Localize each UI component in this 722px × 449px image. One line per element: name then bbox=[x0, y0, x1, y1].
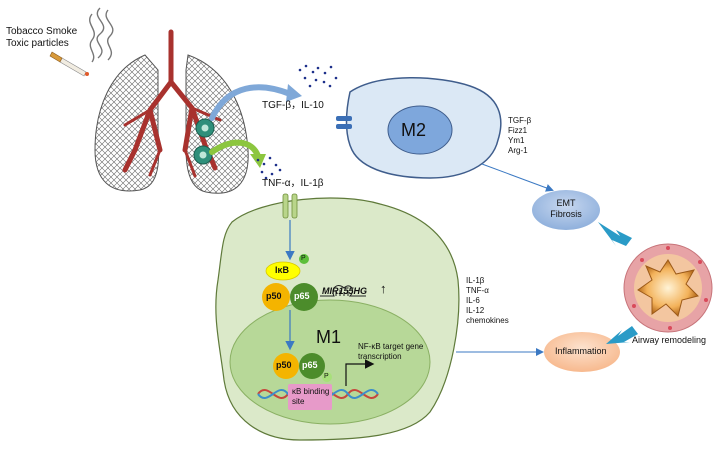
p50-protein bbox=[262, 283, 290, 311]
emt-fibrosis-node bbox=[532, 190, 600, 230]
airway-remodeling-label: Airway remodeling bbox=[632, 335, 707, 345]
upregulation-arrow-icon: ↑ bbox=[380, 281, 387, 296]
mir155hg-label: MIR155HG bbox=[322, 286, 368, 296]
phospho-label-p65: P bbox=[324, 373, 329, 380]
molecule-dots-m2 bbox=[298, 64, 338, 88]
nfkb-line2: transcription bbox=[358, 352, 402, 361]
binding-line1: κB binding bbox=[292, 387, 330, 396]
binding-line2: site bbox=[292, 397, 305, 406]
m1-label: M1 bbox=[316, 327, 342, 347]
phospho-badge-p65 bbox=[322, 372, 332, 382]
p50-label: p50 bbox=[266, 291, 282, 301]
emt-line2: Fibrosis bbox=[550, 209, 582, 219]
p50-nuclear bbox=[273, 353, 299, 379]
emt-line1: EMT bbox=[556, 198, 576, 208]
m1-nucleus bbox=[229, 299, 431, 425]
cytokine-item: IL-6 bbox=[466, 296, 480, 305]
phospho-badge-ikb bbox=[299, 254, 309, 264]
kb-binding-site-label: κB binding site bbox=[292, 387, 329, 407]
ikb-protein bbox=[265, 261, 301, 281]
m2-secreted-item: Fizz1 bbox=[508, 126, 528, 135]
arrow-lung-to-m1 bbox=[209, 139, 261, 159]
m2-signal-label: TGF-β，IL-10 bbox=[262, 100, 324, 111]
m2-secreted-item: Arg-1 bbox=[508, 146, 528, 155]
cigarette-icon bbox=[49, 51, 89, 77]
emt-label: EMT Fibrosis bbox=[548, 198, 584, 220]
molecule-dots-m1 bbox=[256, 156, 282, 180]
m2-nucleus bbox=[387, 105, 453, 155]
cytokine-item: IL-1β bbox=[466, 276, 485, 285]
kb-binding-site-box bbox=[288, 384, 332, 410]
p65-nuclear bbox=[299, 353, 325, 379]
m1-cytokine-list: IL-1β TNF-α IL-6 IL-12 chemokines bbox=[466, 276, 509, 326]
nfkb-target-label: NF-κB target gene transcription bbox=[358, 342, 423, 362]
p65-nuclear-label: p65 bbox=[302, 360, 318, 370]
lungs-icon bbox=[94, 29, 249, 194]
ikb-label: IκB bbox=[275, 265, 290, 275]
arrow-m2-to-emt bbox=[481, 163, 554, 192]
smoke-icon bbox=[89, 7, 114, 63]
teal-arrow-emt bbox=[598, 222, 632, 246]
m2-secreted-list: TGF-β Fizz1 Ym1 Arg-1 bbox=[508, 116, 531, 156]
m1-receptor-icon bbox=[282, 193, 298, 219]
exposure-label: Tobacco Smoke Toxic particles bbox=[6, 26, 77, 50]
p65-label: p65 bbox=[294, 291, 310, 301]
m2-secreted-item: Ym1 bbox=[508, 136, 525, 145]
mir155hg-hairpin-icon bbox=[320, 285, 366, 297]
m2-label: M2 bbox=[401, 120, 427, 140]
cytokine-item: IL-12 bbox=[466, 306, 485, 315]
cytokine-item: TNF-α bbox=[466, 286, 489, 295]
exposure-line2: Toxic particles bbox=[6, 38, 69, 49]
arrow-lung-to-m2 bbox=[209, 84, 293, 121]
inflammation-label: Inflammation bbox=[555, 346, 607, 356]
airway-remodeling-icon bbox=[623, 243, 713, 333]
m2-receptor-icon bbox=[336, 116, 352, 129]
inflammation-node bbox=[544, 332, 620, 372]
m2-secreted-item: TGF-β bbox=[508, 116, 532, 125]
cytokine-item: chemokines bbox=[466, 316, 509, 325]
nfkb-line1: NF-κB target gene bbox=[358, 342, 424, 351]
phospho-label-ikb: P bbox=[301, 255, 306, 262]
p65-protein bbox=[290, 283, 318, 311]
m1-signal-label: TNF-α，IL-1β bbox=[262, 178, 324, 189]
p50-nuclear-label: p50 bbox=[276, 360, 292, 370]
transcription-arrow bbox=[345, 359, 375, 386]
exposure-line1: Tobacco Smoke bbox=[6, 26, 78, 37]
teal-arrow-inflammation bbox=[606, 326, 638, 344]
